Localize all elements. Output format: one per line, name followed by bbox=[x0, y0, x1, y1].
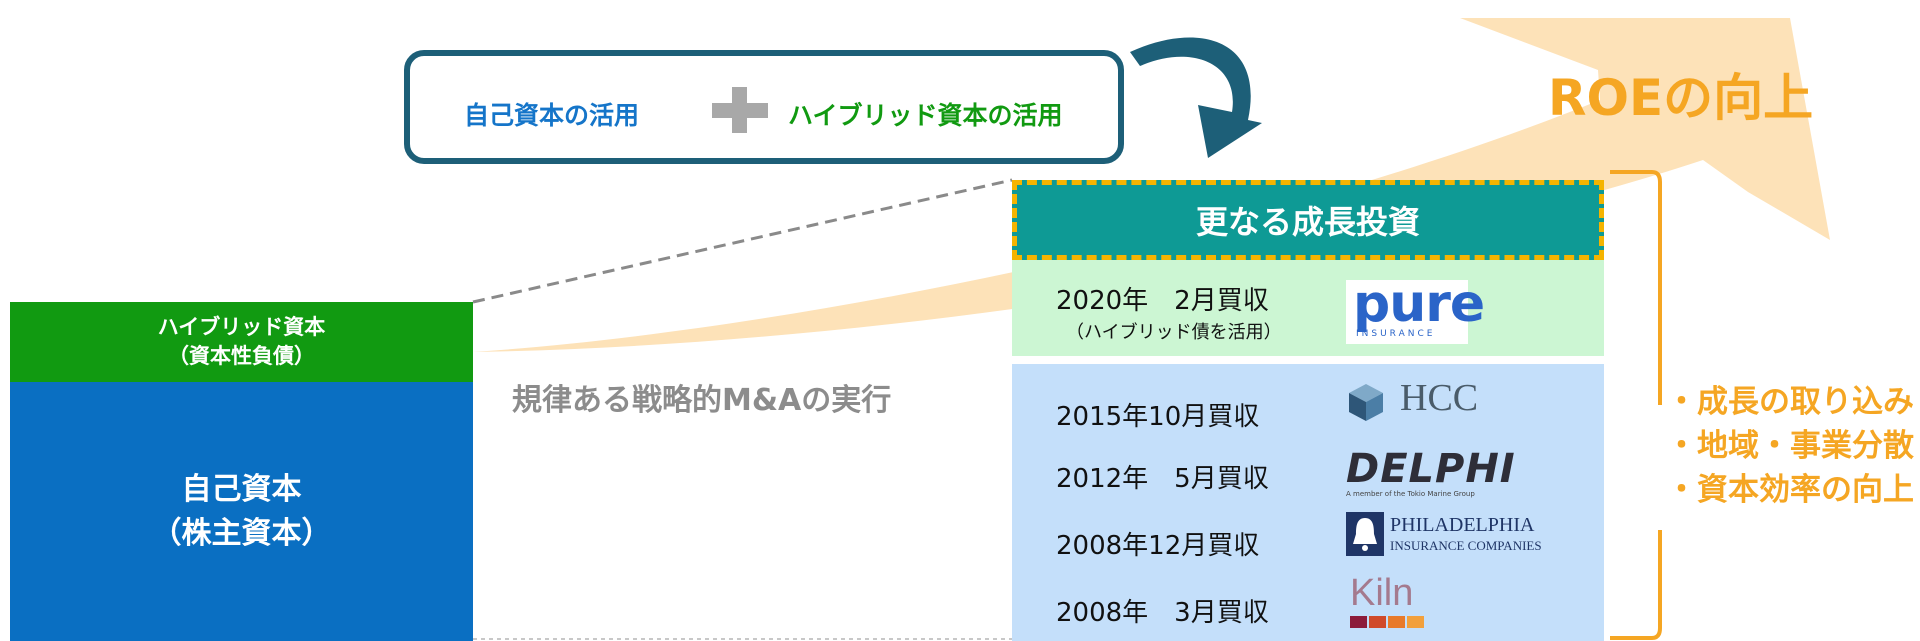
bracket bbox=[1610, 170, 1662, 640]
delphi-logo: DELPHI bbox=[1346, 446, 1516, 492]
acquisition-date: 2020年 2月買収 bbox=[1056, 286, 1269, 316]
growth-investment-title: 更なる成長投資 bbox=[1195, 203, 1420, 241]
benefits-list: ・成長の取り込み ・地域・事業分散 ・資本効率の向上 bbox=[1666, 380, 1914, 512]
acquisitions-panel bbox=[1012, 364, 1604, 641]
equity-capital-title: 自己資本 bbox=[181, 471, 302, 507]
acquisition-date: 2015年10月買収 bbox=[1056, 402, 1260, 432]
strategy-label: 規律ある戦略的M&Aの実行 bbox=[512, 383, 892, 418]
hybrid-capital-subtitle: （資本性負債） bbox=[168, 344, 315, 368]
hybrid-capital-title: ハイブリッド資本 bbox=[157, 315, 326, 339]
hcc-cube-icon bbox=[1349, 384, 1383, 421]
curved-arrow-icon bbox=[1130, 37, 1262, 158]
acquisition-note: （ハイブリッド債を活用） bbox=[1066, 322, 1282, 343]
kiln-logo: Kiln bbox=[1350, 572, 1414, 614]
hcc-logo: HCC bbox=[1400, 377, 1479, 419]
delphi-logo-sub: A member of the Tokio Marine Group bbox=[1346, 490, 1475, 498]
pure-logo-sub: INSURANCE bbox=[1356, 329, 1436, 339]
acquisition-date: 2008年12月買収 bbox=[1056, 531, 1260, 561]
liberty-bell-icon bbox=[1346, 512, 1384, 556]
dashed-connector bbox=[472, 178, 1013, 304]
equity-capital-subtitle: （株主資本） bbox=[151, 515, 332, 551]
benefit-item: ・成長の取り込み bbox=[1666, 384, 1914, 420]
equity-usage-label: 自己資本の活用 bbox=[464, 101, 640, 130]
hybrid-usage-label: ハイブリッド資本の活用 bbox=[788, 101, 1063, 130]
acquisition-date: 2008年 3月買収 bbox=[1056, 598, 1269, 628]
benefit-item: ・資本効率の向上 bbox=[1666, 472, 1914, 508]
philadelphia-logo: PHILADELPHIA bbox=[1390, 514, 1535, 536]
roe-label: ROEの向上 bbox=[1548, 69, 1814, 127]
philadelphia-logo-sub: INSURANCE COMPANIES bbox=[1390, 538, 1542, 553]
growth-investment-dashed-frame bbox=[1012, 180, 1604, 260]
kiln-color-bar bbox=[1350, 616, 1424, 628]
benefit-item: ・地域・事業分散 bbox=[1666, 428, 1914, 464]
hybrid-capital-block: ハイブリッド資本 （資本性負債） bbox=[10, 302, 473, 382]
hybrid-acquisition-panel bbox=[1012, 260, 1604, 356]
pure-logo: pure INSURANCE bbox=[1346, 274, 1485, 344]
plus-icon bbox=[712, 87, 768, 133]
pure-logo-text: pure bbox=[1353, 274, 1485, 334]
acquisition-date: 2012年 5月買収 bbox=[1056, 464, 1269, 494]
equity-capital-block: 自己資本 （株主資本） bbox=[10, 382, 473, 641]
growth-investment-header: 更なる成長投資 bbox=[1012, 180, 1604, 260]
capital-usage-box: 自己資本の活用 ハイブリッド資本の活用 bbox=[404, 50, 1124, 164]
